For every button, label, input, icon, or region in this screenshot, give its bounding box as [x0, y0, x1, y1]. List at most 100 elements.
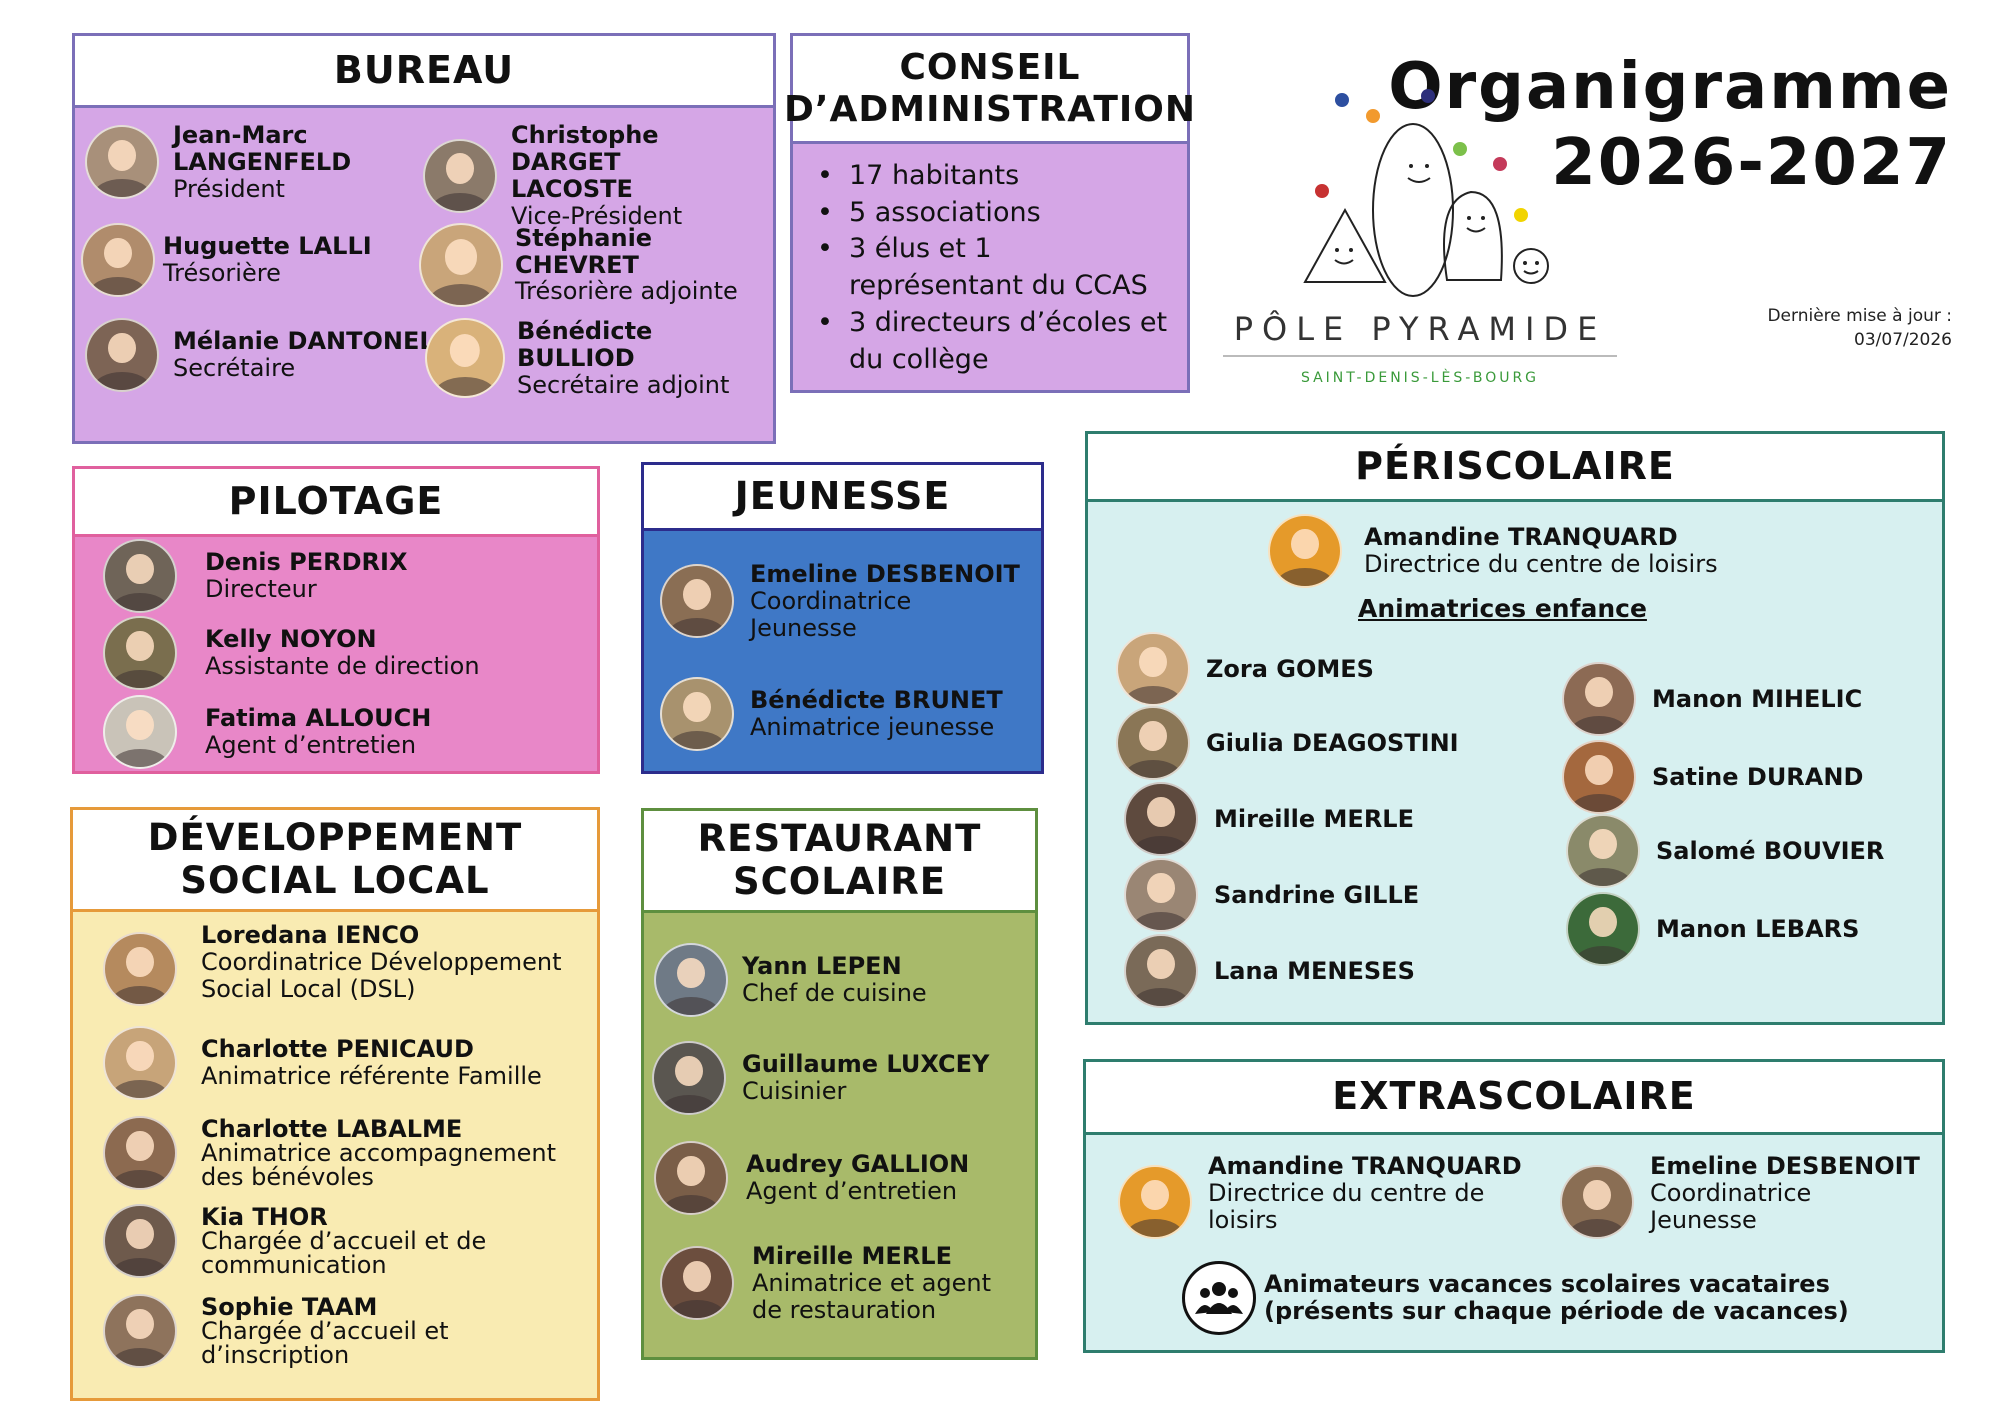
animatrice-item: Lana MENESES: [1124, 934, 1415, 1008]
dsl-title-line2: SOCIAL LOCAL: [180, 858, 490, 902]
logo-subtitle: SAINT-DENIS-LÈS-BOURG: [1300, 370, 1540, 386]
member-role: Coordinatrice Jeunesse: [750, 586, 912, 642]
member-role: Secrétaire: [173, 354, 296, 382]
animatrice-item: Zora GOMES: [1116, 632, 1374, 706]
avatar: [1124, 858, 1198, 932]
dsl-title: DÉVELOPPEMENT SOCIAL LOCAL: [73, 810, 597, 912]
avatar: [103, 1116, 177, 1190]
member-role: Cuisinier: [742, 1077, 847, 1105]
member-role: Trésorière: [163, 259, 281, 287]
avatar: [85, 318, 159, 392]
member-name: Amandine TRANQUARD: [1364, 523, 1678, 552]
member-name: Kia THOR: [201, 1203, 328, 1231]
member-name: Guillaume LUXCEY: [742, 1050, 990, 1079]
member-role: Coordinatrice Développement Social Local…: [201, 947, 562, 1003]
member-role: Président: [173, 174, 285, 203]
member-name: Lana MENESES: [1214, 956, 1415, 985]
member-role: Animatrice et agent de restauration: [752, 1268, 992, 1324]
conseil-list: 17 habitants 5 associations 3 élus et 1 …: [793, 144, 1187, 378]
member-name: Yann LEPEN: [742, 952, 902, 981]
logo-name: PÔLE PYRAMIDE: [1233, 310, 1607, 348]
avatar: [1116, 632, 1190, 706]
member-name: Loredana IENCO: [201, 921, 420, 949]
member-name: Satine DURAND: [1652, 762, 1864, 791]
member-role: Agent d’entretien: [205, 731, 417, 759]
page-title-year: 2026-2027: [1551, 125, 1952, 200]
member-name: Huguette LALLI: [163, 232, 372, 261]
conseil-title: CONSEIL D’ADMINISTRATION: [784, 36, 1195, 144]
member-role: Agent d’entretien: [746, 1177, 958, 1205]
pilotage-title: PILOTAGE: [75, 469, 597, 537]
animatrice-item: Mireille MERLE: [1124, 782, 1414, 856]
member-role: Trésorière adjointe: [515, 277, 738, 306]
avatar: [103, 539, 177, 613]
avatar: [654, 1141, 728, 1215]
member-name: Sophie TAAM: [201, 1293, 378, 1321]
member-name: Jean-Marc LANGENFELD: [173, 121, 352, 176]
avatar: [1116, 706, 1190, 780]
avatar: [1268, 514, 1342, 588]
member-name: Christophe DARGET LACOSTE: [511, 121, 659, 203]
member-role: Animatrice jeunesse: [750, 713, 995, 741]
member-name: Bénédicte BRUNET: [750, 686, 1003, 715]
avatar: [1566, 892, 1640, 966]
member-name: Denis PERDRIX: [205, 548, 408, 577]
member-role: Animatrice référente Famille: [201, 1062, 542, 1090]
member-role: Chargée d’accueil et d’inscription: [201, 1317, 449, 1369]
member-role: Secrétaire adjoint: [517, 370, 730, 399]
avatar: [81, 223, 155, 297]
bureau-title: BUREAU: [75, 36, 773, 108]
avatar: [660, 1246, 734, 1321]
avatar: [419, 223, 503, 307]
animatrices-subheading: Animatrices enfance: [1358, 594, 1647, 623]
member-role: Coordinatrice Jeunesse: [1650, 1178, 1812, 1234]
animatrice-item: Manon LEBARS: [1566, 892, 1859, 966]
conseil-item: 3 directeurs d’écoles et du collège: [793, 305, 1173, 378]
avatar: [1562, 662, 1636, 736]
member-name: Charlotte LABALME: [201, 1115, 463, 1143]
conseil-title-line2: D’ADMINISTRATION: [784, 88, 1196, 130]
avatar: [1566, 814, 1640, 888]
member-name: Emeline DESBENOIT: [750, 560, 1020, 588]
avatar: [660, 677, 734, 751]
animatrice-item: Satine DURAND: [1562, 740, 1863, 814]
avatar: [103, 1204, 177, 1278]
member-role: Animatrice accompagnement des bénévoles: [201, 1139, 556, 1191]
avatar: [425, 318, 505, 399]
member-name: Stéphanie CHEVRET: [515, 223, 653, 279]
dsl-title-line1: DÉVELOPPEMENT: [147, 815, 523, 859]
member-role: Directrice du centre de loisirs: [1364, 550, 1718, 578]
avatar: [103, 695, 177, 769]
conseil-item: 17 habitants: [793, 158, 1173, 195]
member-name: Bénédicte BULLIOD: [517, 317, 653, 372]
pole-pyramide-logo: PÔLE PYRAMIDE SAINT-DENIS-LÈS-BOURG: [1215, 80, 1625, 400]
conseil-item: 3 élus et 1 représentant du CCAS: [793, 231, 1173, 304]
member-name: Audrey GALLION: [746, 1150, 970, 1179]
member-name: Charlotte PENICAUD: [201, 1035, 474, 1064]
avatar: [103, 932, 177, 1006]
conseil-panel: CONSEIL D’ADMINISTRATION 17 habitants 5 …: [784, 33, 1195, 393]
logo-divider: [1223, 355, 1617, 357]
member-name: Sandrine GILLE: [1214, 880, 1420, 909]
restaurant-title-line1: RESTAURANT: [697, 816, 982, 860]
member-name: Kelly NOYON: [205, 625, 377, 654]
member-name: Fatima ALLOUCH: [205, 704, 432, 733]
avatar: [423, 138, 497, 213]
avatar: [1562, 740, 1636, 814]
member-role: Directrice du centre de loisirs: [1208, 1178, 1485, 1234]
